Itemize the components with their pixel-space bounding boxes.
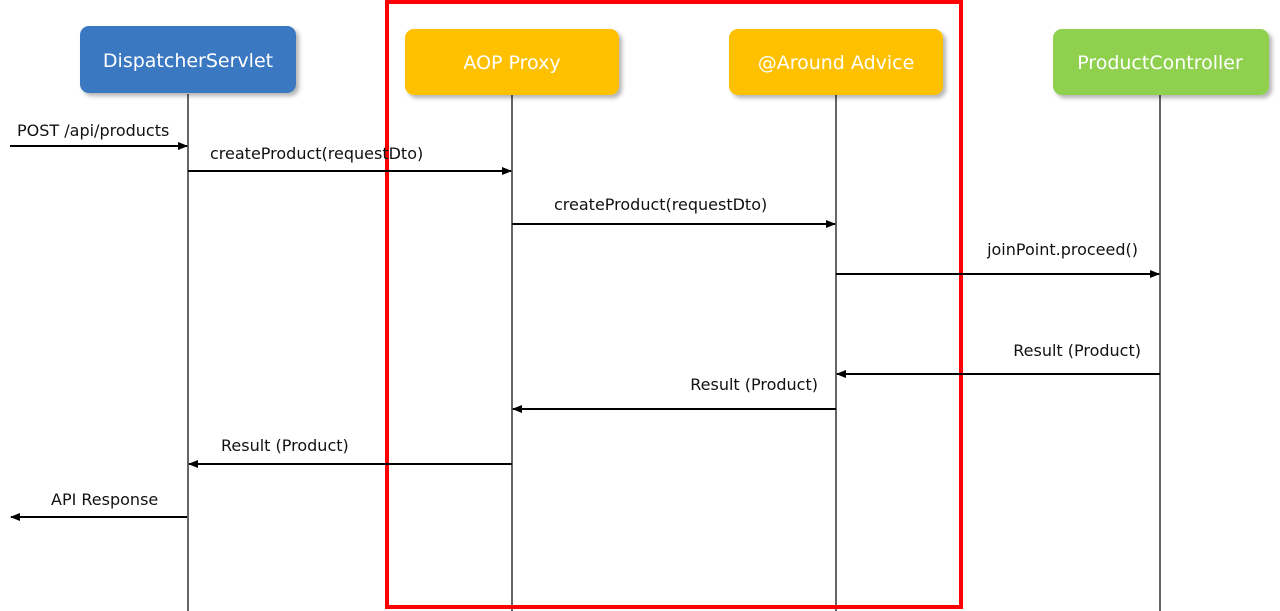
participant-advice: @Around Advice (729, 29, 943, 95)
message-label-result-to-advice: Result (Product) (1013, 341, 1141, 360)
message-label-join-point-proceed: joinPoint.proceed() (986, 240, 1138, 259)
message-label-post-request: POST /api/products (17, 121, 169, 140)
message-label-result-to-dispatcher: Result (Product) (221, 436, 349, 455)
participant-label-dispatcher: DispatcherServlet (103, 50, 273, 72)
message-label-api-response: API Response (51, 490, 158, 509)
participant-proxy: AOP Proxy (405, 29, 619, 95)
participant-dispatcher: DispatcherServlet (80, 26, 296, 93)
message-label-create-product-to-advice: createProduct(requestDto) (554, 195, 767, 214)
participant-label-advice: @Around Advice (758, 52, 915, 74)
participant-label-controller: ProductController (1077, 52, 1243, 74)
aop-highlight-box (385, 0, 963, 609)
message-label-create-product-to-proxy: createProduct(requestDto) (210, 144, 423, 163)
message-label-result-to-proxy: Result (Product) (690, 375, 818, 394)
participant-controller: ProductController (1053, 29, 1269, 95)
participant-label-proxy: AOP Proxy (463, 52, 560, 74)
